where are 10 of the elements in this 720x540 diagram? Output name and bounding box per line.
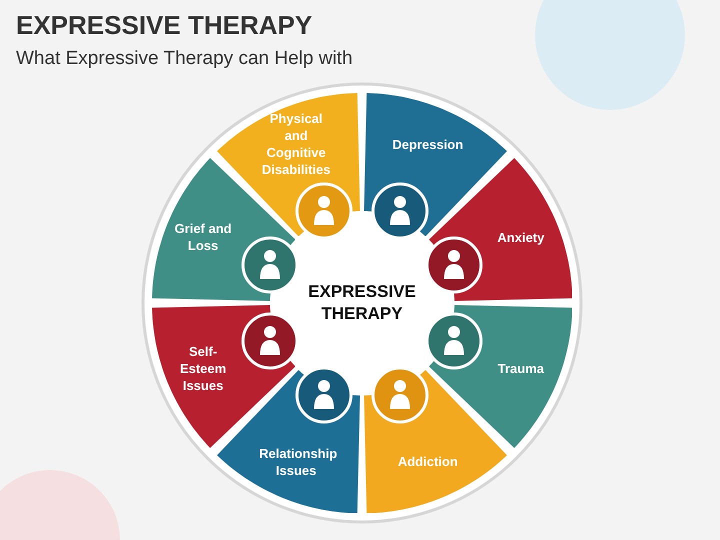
center-heading: EXPRESSIVE THERAPY bbox=[307, 281, 417, 325]
segment-label: Addiction bbox=[396, 453, 459, 470]
segment-label: Self-Esteem Issues bbox=[178, 343, 228, 394]
segment-label: Grief and Loss bbox=[174, 220, 233, 254]
segment-label: Depression bbox=[391, 136, 464, 153]
subtitle: What Expressive Therapy can Help with bbox=[16, 48, 353, 70]
segment-label: Anxiety bbox=[496, 228, 546, 246]
title: EXPRESSIVE THERAPY bbox=[16, 10, 312, 41]
segment-label: Trauma bbox=[496, 360, 546, 378]
segment-label: Physical and Cognitive Disabilities bbox=[260, 110, 332, 178]
